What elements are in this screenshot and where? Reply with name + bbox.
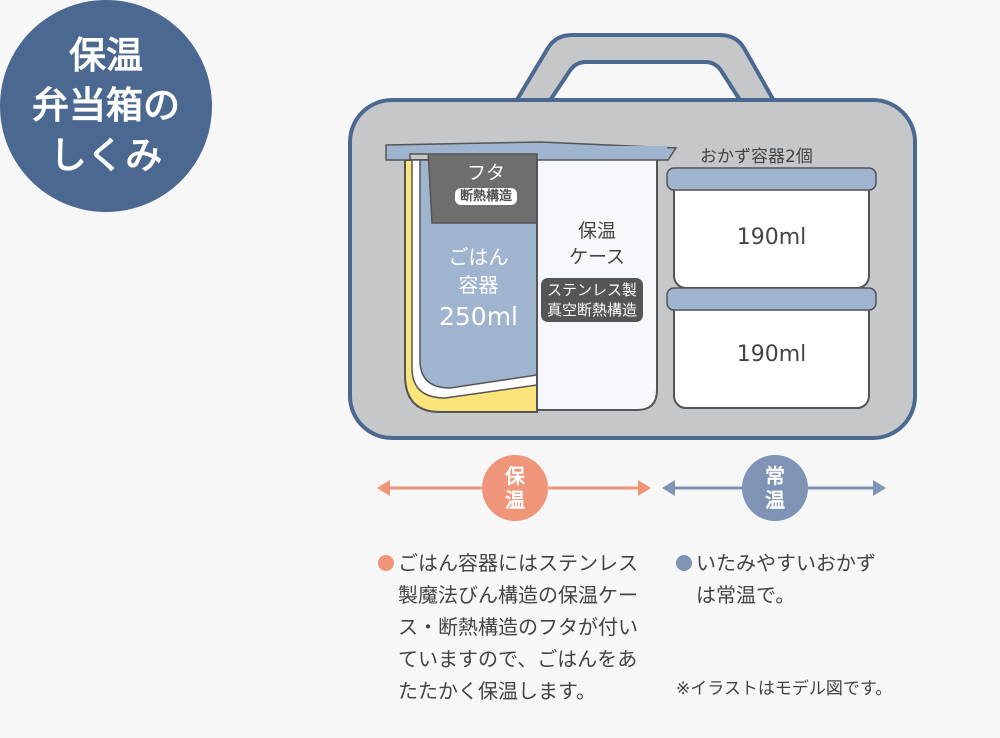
side-container-top-lid bbox=[666, 167, 877, 191]
case-badge-line: 真空断熱構造 bbox=[547, 301, 638, 319]
bag-handle bbox=[510, 33, 780, 110]
warm-badge-char: 保 bbox=[505, 464, 525, 488]
case-label-line: ケース bbox=[568, 246, 626, 268]
warm-badge-char: 温 bbox=[505, 488, 525, 512]
case-label: 保温 ケース bbox=[537, 218, 657, 270]
warm-zone-badge: 保 温 bbox=[482, 455, 548, 521]
case-label-line: 保温 bbox=[577, 220, 616, 242]
side-bottom-volume: 190ml bbox=[736, 342, 807, 367]
rice-label-line: 容器 bbox=[458, 273, 499, 297]
note-line: は常温で。 bbox=[696, 583, 796, 607]
normal-badge-char: 常 bbox=[765, 464, 785, 488]
side-containers-label: おかず容器2個 bbox=[700, 147, 813, 167]
normal-zone-badge: 常 温 bbox=[742, 455, 808, 521]
note-line: たたかく保温します。 bbox=[398, 679, 596, 703]
note-line: ごはん容器にはステンレス bbox=[398, 551, 638, 575]
note-line: 製魔法びん構造の保温ケー bbox=[398, 583, 638, 607]
note-line: ていますので、ごはんをあ bbox=[398, 647, 638, 671]
warm-bullet-icon bbox=[378, 555, 394, 571]
warm-note: ごはん容器にはステンレス 製魔法びん構造の保温ケー ス・断熱構造のフタが付い て… bbox=[378, 547, 638, 707]
rice-label: ごはん 容器 250ml bbox=[420, 243, 537, 335]
title-line: しくみ bbox=[49, 134, 163, 177]
case-badge: ステンレス製 真空断熱構造 bbox=[541, 278, 644, 322]
case-badge-line: ステンレス製 bbox=[547, 281, 638, 299]
disclaimer: ※イラストはモデル図です。 bbox=[676, 679, 893, 699]
normal-badge-char: 温 bbox=[765, 488, 785, 512]
lid-badge-wrap: 断熱構造 bbox=[436, 185, 536, 205]
normal-bullet-icon bbox=[676, 555, 692, 571]
title-line: 弁当箱の bbox=[32, 84, 180, 127]
side-container-bottom-lid bbox=[666, 287, 877, 311]
rice-volume: 250ml bbox=[438, 302, 519, 331]
side-top-volume: 190ml bbox=[736, 225, 807, 250]
title-line: 保温 bbox=[69, 34, 143, 77]
note-line: ス・断熱構造のフタが付い bbox=[398, 615, 638, 639]
normal-note: いたみやすいおかず は常温で。 bbox=[676, 547, 876, 611]
rice-label-line: ごはん bbox=[448, 245, 509, 269]
note-line: いたみやすいおかず bbox=[696, 551, 876, 575]
lid-insulation-badge: 断熱構造 bbox=[454, 188, 517, 205]
lid-label: フタ bbox=[466, 162, 505, 184]
title-badge: 保温 弁当箱の しくみ bbox=[0, 0, 212, 212]
